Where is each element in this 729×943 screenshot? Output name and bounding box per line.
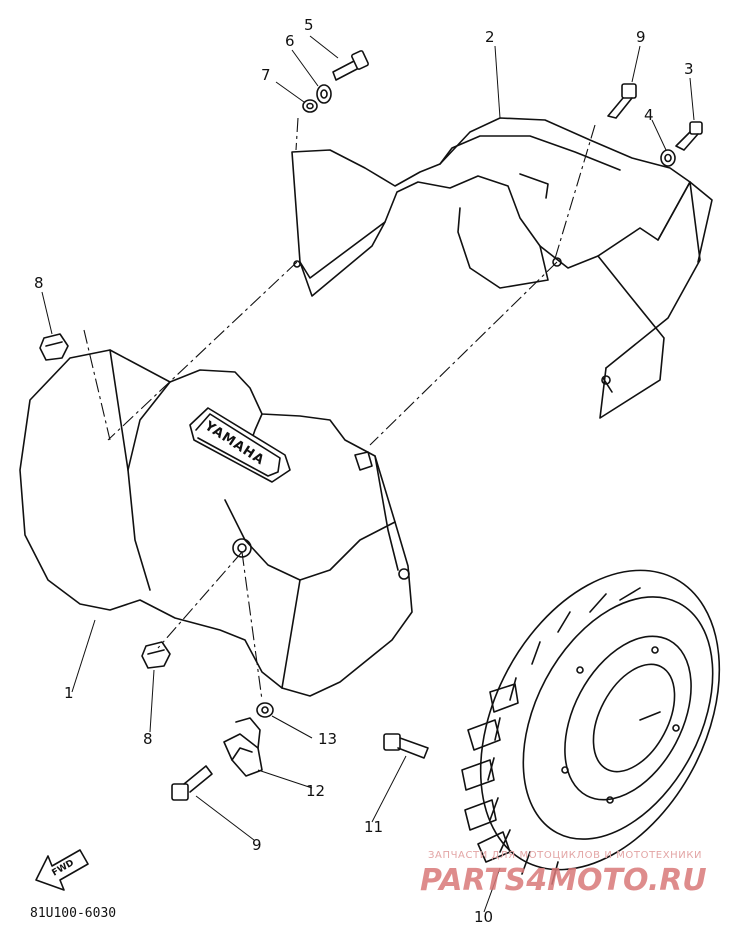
callout-5: 5 — [304, 16, 314, 34]
bolt-part-5 — [332, 50, 369, 81]
grommet-part-13 — [256, 702, 274, 718]
watermark: ЗАПЧАСТИ ДЛЯ МОТОЦИКЛОВ И МОТОТЕХНИКИ PA… — [420, 850, 707, 898]
callout-6: 6 — [285, 32, 295, 50]
flywheel-fan-part-10 — [461, 569, 721, 885]
watermark-subtitle: ЗАПЧАСТИ ДЛЯ МОТОЦИКЛОВ И МОТОТЕХНИКИ — [428, 850, 702, 861]
callout-3: 3 — [684, 60, 694, 78]
callout-12: 12 — [306, 782, 325, 800]
upper-shroud-part-2 — [291, 117, 713, 419]
bolt-part-3 — [675, 121, 703, 151]
callout-10: 10 — [474, 908, 493, 926]
callout-11: 11 — [364, 818, 383, 836]
bolt-part-11 — [383, 733, 429, 759]
callout-7: 7 — [261, 66, 271, 84]
nut-part-8-top — [39, 333, 69, 361]
callout-8-lower: 8 — [143, 730, 153, 748]
callout-8-top: 8 — [34, 274, 44, 292]
callouts: 2 5 6 7 9 3 4 8 1 8 13 12 9 11 10 — [34, 16, 694, 926]
callout-4: 4 — [644, 106, 654, 124]
watermark-brand: PARTS4MOTO.RU — [420, 863, 707, 898]
diagram-code: 81U100-6030 — [30, 906, 116, 921]
alignment-lines — [83, 117, 596, 701]
callout-2: 2 — [485, 28, 495, 46]
nut-part-8-lower — [141, 641, 171, 669]
callout-9-lower: 9 — [252, 836, 262, 854]
main-shroud-part-1 — [19, 349, 413, 697]
callout-9-top: 9 — [636, 28, 646, 46]
washer-part-4 — [660, 149, 676, 167]
fwd-arrow-icon — [35, 849, 89, 891]
callout-13: 13 — [318, 730, 337, 748]
clip-part-12 — [223, 717, 263, 777]
bolt-part-9-lower — [171, 765, 213, 801]
collar-part-7 — [302, 99, 318, 113]
washer-part-6 — [316, 84, 332, 104]
bolt-part-9-top — [607, 83, 637, 119]
leader-lines — [41, 35, 695, 913]
callout-1: 1 — [64, 684, 74, 702]
